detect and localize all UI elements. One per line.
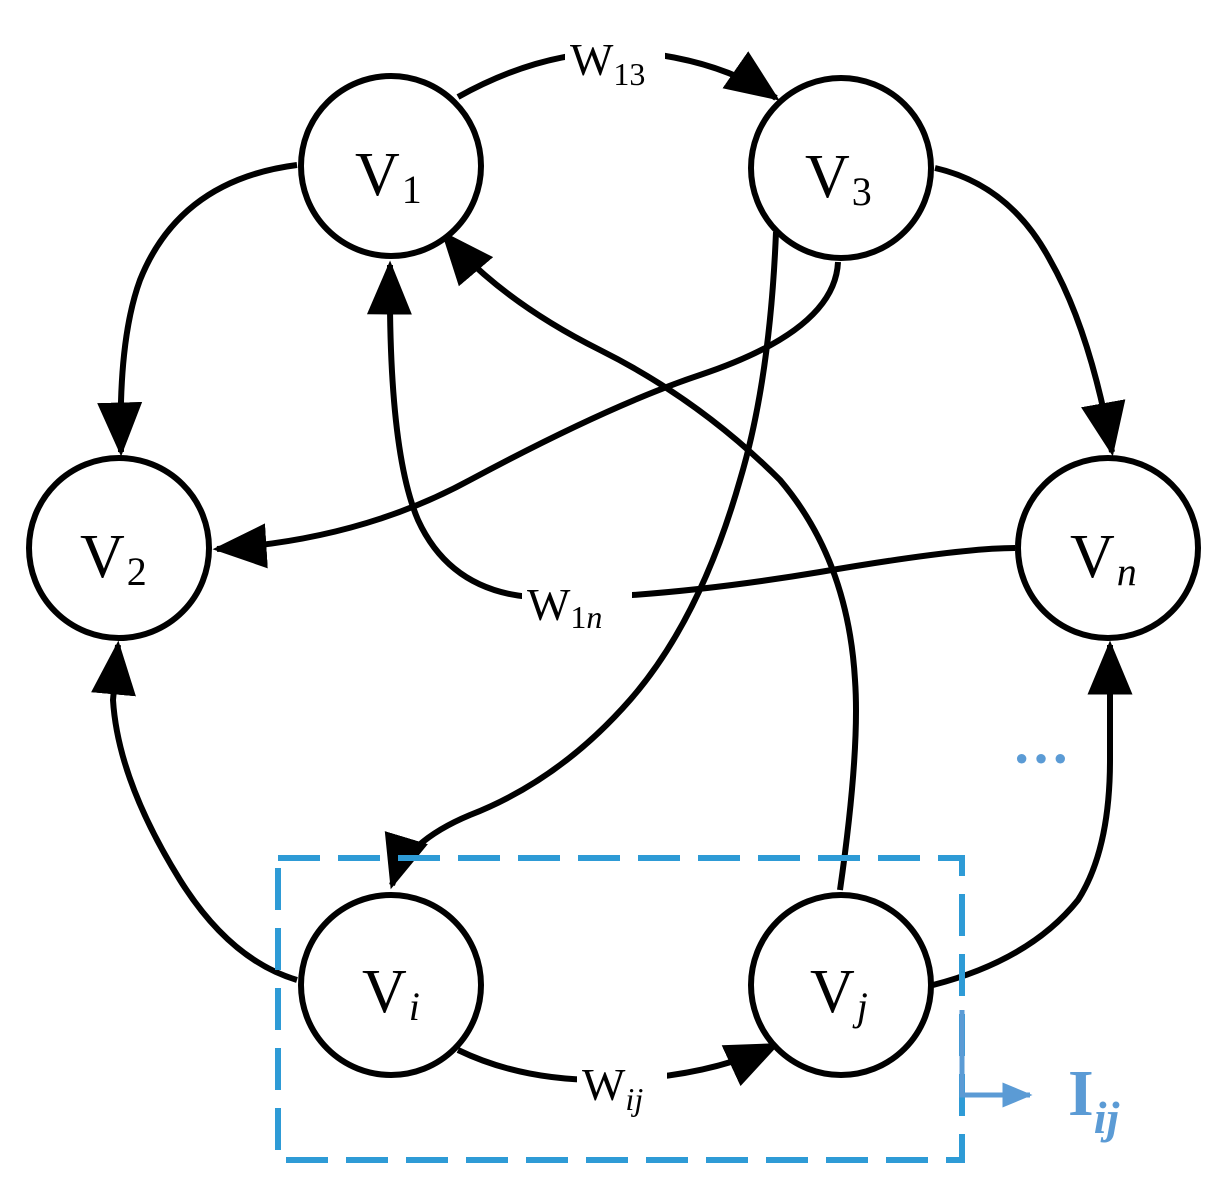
node-v3: V3 [748,75,934,261]
edge-vn-v1 [366,260,1016,600]
svg-text:Vj: Vj [810,958,868,1029]
svg-text:Wij: Wij [582,1059,643,1117]
edge-vj-vn [932,640,1133,988]
svg-text:Vn: Vn [1070,523,1137,594]
edge-v3-vn [934,165,1126,457]
node-vj: Vj [748,892,934,1078]
output-label: Iij [1068,1057,1119,1143]
svg-text:W1n: W1n [527,579,602,635]
svg-text:V3: V3 [805,143,872,214]
node-v1: V1 [298,73,484,259]
w1n-sub: n [586,599,602,635]
highlight-box [275,855,965,1163]
node-v2: V2 [26,455,212,641]
edge-label-wij: Wij [577,1055,667,1117]
edge-label-w1n: W1n [522,572,632,635]
svg-text:V1: V1 [355,141,422,212]
edge-v3-v2 [212,261,841,569]
node-vn: Vn [1015,455,1201,641]
ellipsis: ··· [1012,726,1070,791]
edge-v1-v2 [97,162,298,457]
edge-v3-vi [384,231,779,890]
edge-label-w13: W13 [565,30,665,92]
edge-vi-v2 [91,640,298,983]
node-vi: Vi [298,892,484,1078]
svg-text:W13: W13 [570,34,645,92]
svg-text:V2: V2 [80,523,147,594]
edge-vj-v1 [441,230,859,891]
svg-text:Vi: Vi [362,958,420,1029]
output-arrow [959,1010,1033,1108]
